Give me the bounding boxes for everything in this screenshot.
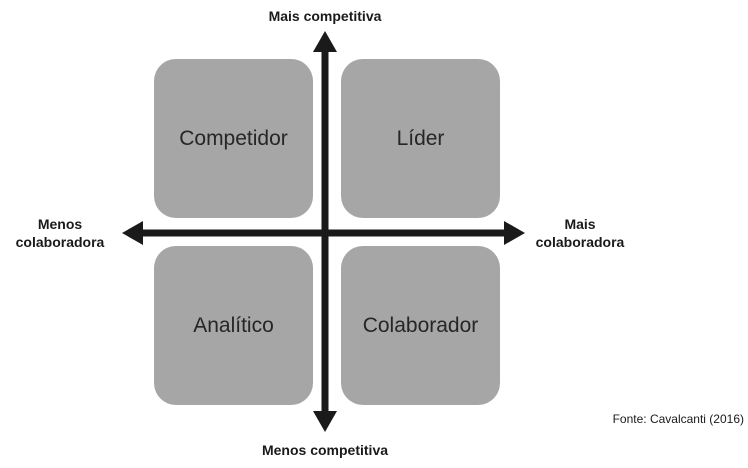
axis-label-left-line2: colaboradora	[15, 234, 105, 250]
quadrant-analitico: Analítico	[154, 246, 313, 405]
quadrant-label-analitico: Analítico	[193, 313, 274, 337]
quadrant-label-competidor: Competidor	[179, 126, 288, 150]
quadrant-competidor: Competidor	[154, 59, 313, 218]
axis-label-right-line1: Mais	[564, 216, 596, 232]
arrow-right-head	[504, 221, 525, 245]
arrow-down-head	[313, 411, 337, 432]
quadrant-label-lider: Líder	[396, 126, 445, 150]
arrow-up-head	[313, 31, 337, 52]
axis-label-left-line1: Menos	[37, 216, 83, 232]
quadrant-colaborador: Colaborador	[341, 246, 500, 405]
axis-label-bottom: Menos competitiva	[261, 442, 389, 458]
axis-label-left: Menos colaboradora	[0, 215, 120, 251]
quadrant-lider: Líder	[341, 59, 500, 218]
axis-label-right-line2: colaboradora	[535, 234, 625, 250]
source-caption: Fonte: Cavalcanti (2016)	[612, 412, 744, 426]
arrow-left-head	[122, 221, 143, 245]
axis-label-top: Mais competitiva	[268, 8, 382, 24]
quadrant-label-colaborador: Colaborador	[362, 313, 479, 337]
axis-label-right: Mais colaboradora	[520, 215, 640, 251]
